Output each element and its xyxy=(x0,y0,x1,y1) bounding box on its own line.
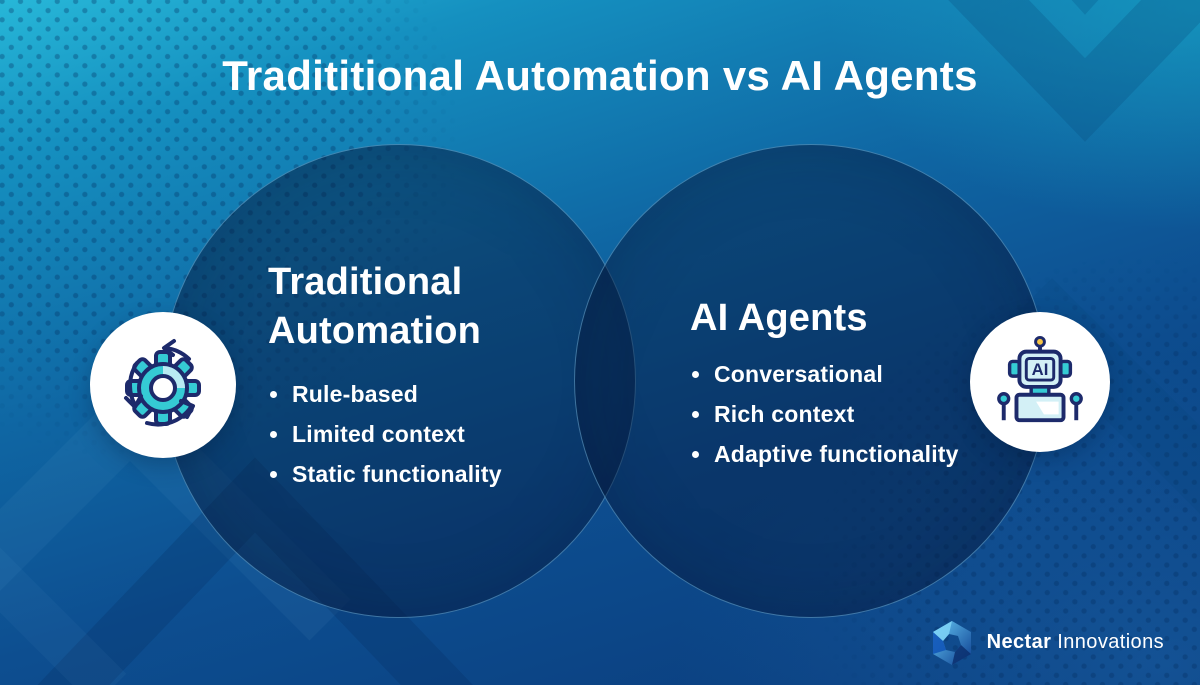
robot-ai-label: AI xyxy=(1032,360,1049,379)
ai-agents-heading: AI Agents xyxy=(690,297,868,339)
list-item: Rich context xyxy=(690,402,1012,426)
brand-name-regular: Innovations xyxy=(1057,630,1164,653)
gear-cycle-icon xyxy=(124,339,201,427)
list-item: Static functionality xyxy=(268,463,590,486)
nectar-logo-icon xyxy=(932,621,971,665)
ai-agents-badge: AI xyxy=(970,312,1110,452)
list-item: Limited context xyxy=(268,423,590,446)
list-item: Rule-based xyxy=(268,383,590,406)
ai-agents-section: AI Agents Conversational Rich context Ad… xyxy=(690,294,1012,483)
traditional-automation-badge xyxy=(90,312,236,458)
list-item: Adaptive functionality xyxy=(690,442,1012,466)
list-item: Conversational xyxy=(690,362,1012,386)
traditional-automation-heading: Traditional Automation xyxy=(268,261,482,352)
ai-robot-icon: AI xyxy=(997,335,1083,423)
brand-name-bold: Nectar xyxy=(986,630,1052,653)
traditional-automation-section: Traditional Automation Rule-based Limite… xyxy=(268,258,590,503)
traditional-automation-circle xyxy=(162,144,636,618)
ai-agents-list: Conversational Rich context Adaptive fun… xyxy=(690,362,1012,466)
traditional-automation-list: Rule-based Limited context Static functi… xyxy=(268,383,590,486)
page-title: Tradititional Automation vs AI Agents xyxy=(222,52,978,99)
